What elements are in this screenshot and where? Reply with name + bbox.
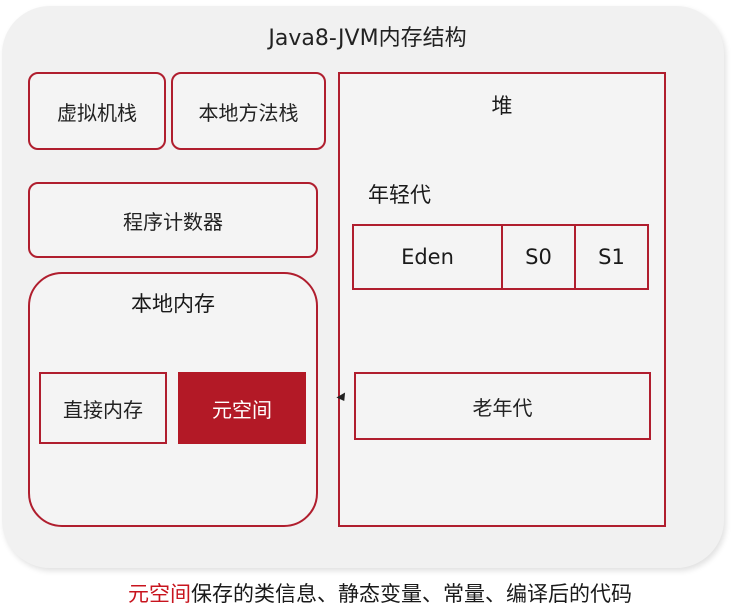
s0-cell: S0 <box>501 226 574 288</box>
native-memory-box: 本地内存 直接内存 元空间 <box>28 272 318 527</box>
eden-cell: Eden <box>401 245 454 269</box>
native-memory-title: 本地内存 <box>131 292 215 316</box>
native-method-stack-box: 本地方法栈 <box>171 72 326 150</box>
direct-memory-box: 直接内存 <box>39 372 167 444</box>
s1-cell: S1 <box>574 226 647 288</box>
program-counter-box: 程序计数器 <box>28 182 318 258</box>
young-gen-row: Eden S0 S1 <box>352 224 649 290</box>
metaspace-box: 元空间 <box>178 372 306 444</box>
old-gen-box: 老年代 <box>354 372 651 440</box>
caption-text: 保存的类信息、静态变量、常量、编译后的代码 <box>191 582 632 606</box>
heap-title: 堆 <box>491 94 513 118</box>
diagram-title: Java8-JVM内存结构 <box>268 26 467 51</box>
young-gen-label: 年轻代 <box>368 183 431 207</box>
caption-highlight: 元空间 <box>128 582 191 606</box>
caption: 元空间保存的类信息、静态变量、常量、编译后的代码 <box>0 578 755 608</box>
heap-box: 堆 年轻代 Eden S0 S1 老年代 <box>338 72 666 527</box>
vm-stack-box: 虚拟机栈 <box>28 72 166 150</box>
